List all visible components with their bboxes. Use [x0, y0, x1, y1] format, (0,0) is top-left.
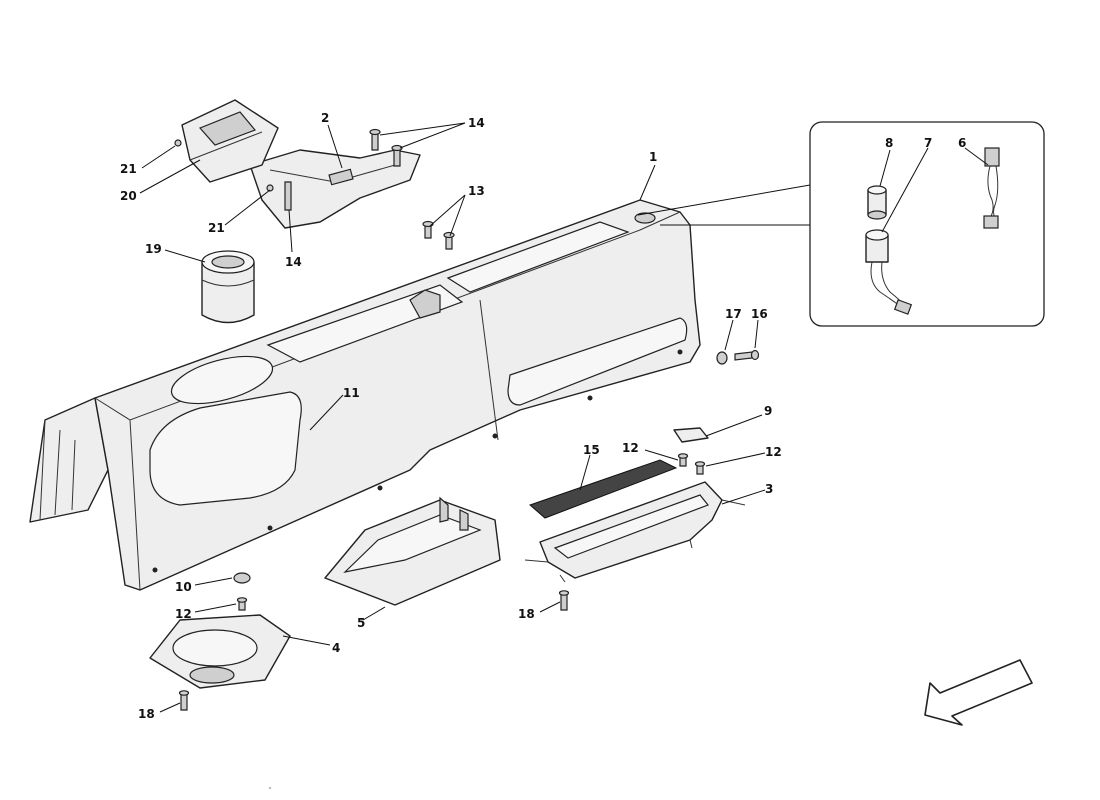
part-9-cap: [673, 427, 709, 443]
part-1-console-tunnel: [29, 199, 701, 591]
callout-21b: 21: [208, 221, 225, 235]
callout-10: 10: [175, 580, 192, 594]
part-8-socket-cap: [867, 185, 887, 220]
callout-16: 16: [751, 307, 768, 321]
callout-12a: 12: [622, 441, 639, 455]
callout-4: 4: [332, 641, 340, 655]
callout-17: 17: [725, 307, 742, 321]
callout-7: 7: [924, 136, 932, 150]
part-20-selector-module: [181, 99, 279, 183]
part-3-rear-tray: [524, 481, 746, 583]
callout-12c: 12: [175, 607, 192, 621]
direction-arrow-icon: [924, 659, 1033, 726]
leader-lines: [139, 122, 989, 713]
callout-18b: 18: [138, 707, 155, 721]
callout-15: 15: [583, 443, 600, 457]
part-2-mounting-bracket: [249, 149, 421, 229]
callout-11: 11: [343, 386, 360, 400]
part-7-socket: [865, 229, 913, 315]
callout-9: 9: [764, 404, 772, 418]
callout-19: 19: [145, 242, 162, 256]
part-15-rubber-mat: [529, 459, 678, 519]
part-4-front-tray: [149, 614, 291, 689]
screws-12-16-17-18: [178, 349, 760, 711]
callout-3: 3: [765, 482, 773, 496]
callout-2: 2: [321, 111, 329, 125]
callout-12b: 12: [765, 445, 782, 459]
part-5-center-bracket: [324, 496, 501, 606]
callout-20: 20: [120, 189, 137, 203]
callout-14b: 14: [285, 255, 302, 269]
callout-8: 8: [885, 136, 893, 150]
inset-detail-box: [637, 121, 1045, 327]
part-10-plug: [233, 572, 251, 584]
part-19-canister: [201, 250, 255, 324]
callout-21a: 21: [120, 162, 137, 176]
callout-18a: 18: [518, 607, 535, 621]
callout-13: 13: [468, 184, 485, 198]
callout-labels: 1 2 14 13 21 20 21 14 19 11 8 7 6 17 16 …: [120, 111, 966, 721]
part-6-wiring: [983, 147, 1000, 229]
callout-5: 5: [357, 616, 365, 630]
callout-14a: 14: [468, 116, 485, 130]
callout-6: 6: [958, 136, 966, 150]
screws-13-14-21: [174, 128, 455, 250]
callout-1: 1: [649, 150, 657, 164]
